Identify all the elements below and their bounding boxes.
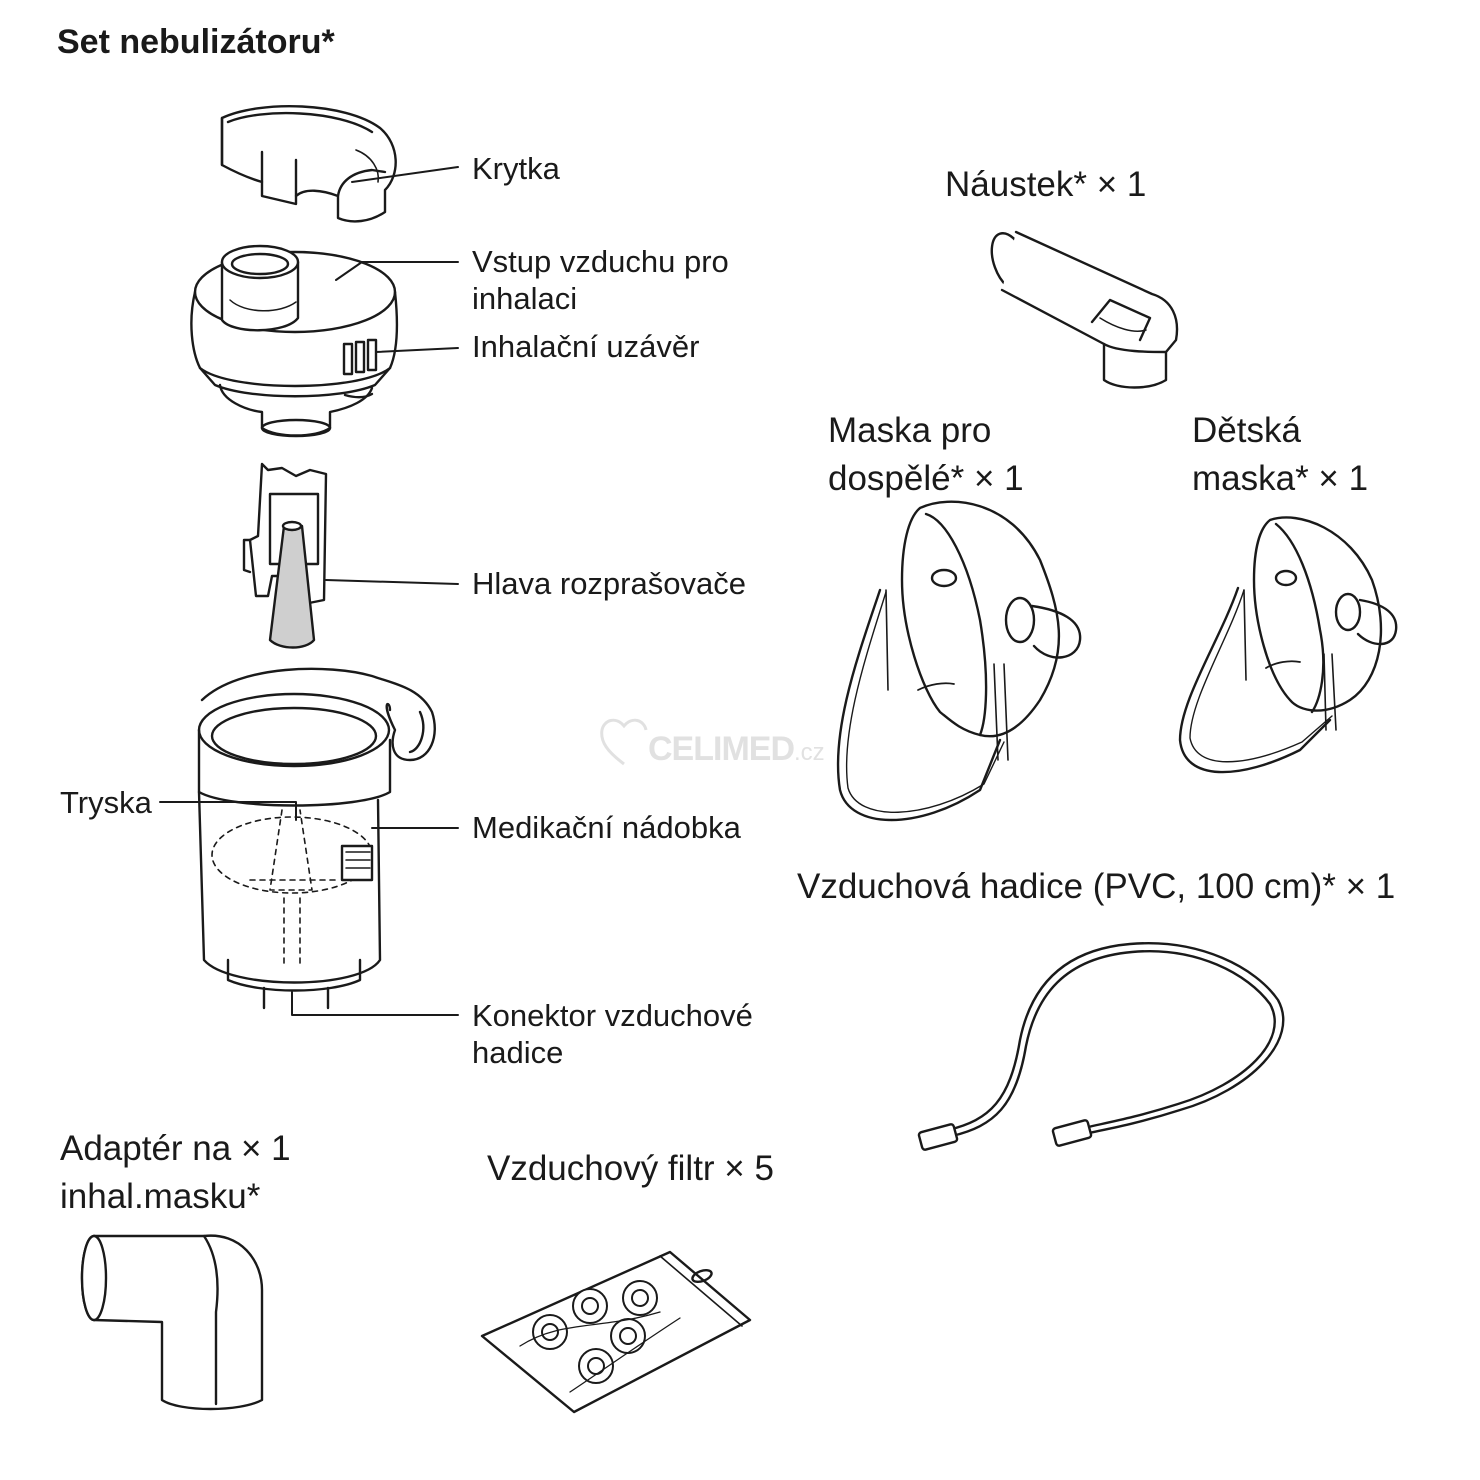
air-tube-drawing (917, 942, 1285, 1151)
heart-icon (600, 718, 648, 766)
adult-mask-drawing (836, 500, 1082, 822)
label-air-filter: Vzduchový filtr × 5 (487, 1149, 774, 1188)
label-adult-mask-line2: dospělé* × 1 (828, 459, 1024, 498)
label-medication-cup: Medikační nádobka (472, 810, 741, 845)
label-mouthpiece: Náustek* × 1 (945, 165, 1147, 204)
label-cap: Krytka (472, 151, 560, 186)
label-child-mask-line2: maska* × 1 (1192, 459, 1369, 498)
adapter-drawing (80, 1234, 264, 1411)
filter-bag-drawing (480, 1250, 752, 1414)
label-adapter-line1: Adaptér na × 1 (60, 1129, 291, 1168)
label-air-tube: Vzduchová hadice (PVC, 100 cm)* × 1 (797, 867, 1396, 906)
watermark-text: CELIMED.cz (648, 730, 825, 768)
label-adapter-line2: inhal.masku* (60, 1177, 261, 1216)
label-tube-connector-line1: Konektor vzduchové (472, 998, 753, 1033)
mouthpiece-drawing (990, 230, 1179, 389)
medication-cup-drawing (159, 667, 459, 1016)
label-child-mask-line1: Dětská (1192, 411, 1301, 450)
label-nebulizer-head: Hlava rozprašovače (472, 566, 746, 601)
nebulizer-head-drawing (242, 462, 459, 649)
label-nozzle: Tryska (60, 785, 152, 820)
cap-drawing (220, 104, 459, 223)
label-inhalation-valve: Inhalační uzávěr (472, 329, 700, 364)
diagram-title: Set nebulizátoru* (57, 23, 335, 61)
inlet-body-drawing (190, 244, 459, 438)
label-air-inlet-line2: inhalaci (472, 281, 578, 316)
label-air-inlet-line1: Vstup vzduchu pro (472, 244, 729, 279)
label-tube-connector-line2: hadice (472, 1035, 564, 1070)
label-adult-mask-line1: Maska pro (828, 411, 992, 450)
child-mask-drawing (1178, 516, 1398, 774)
